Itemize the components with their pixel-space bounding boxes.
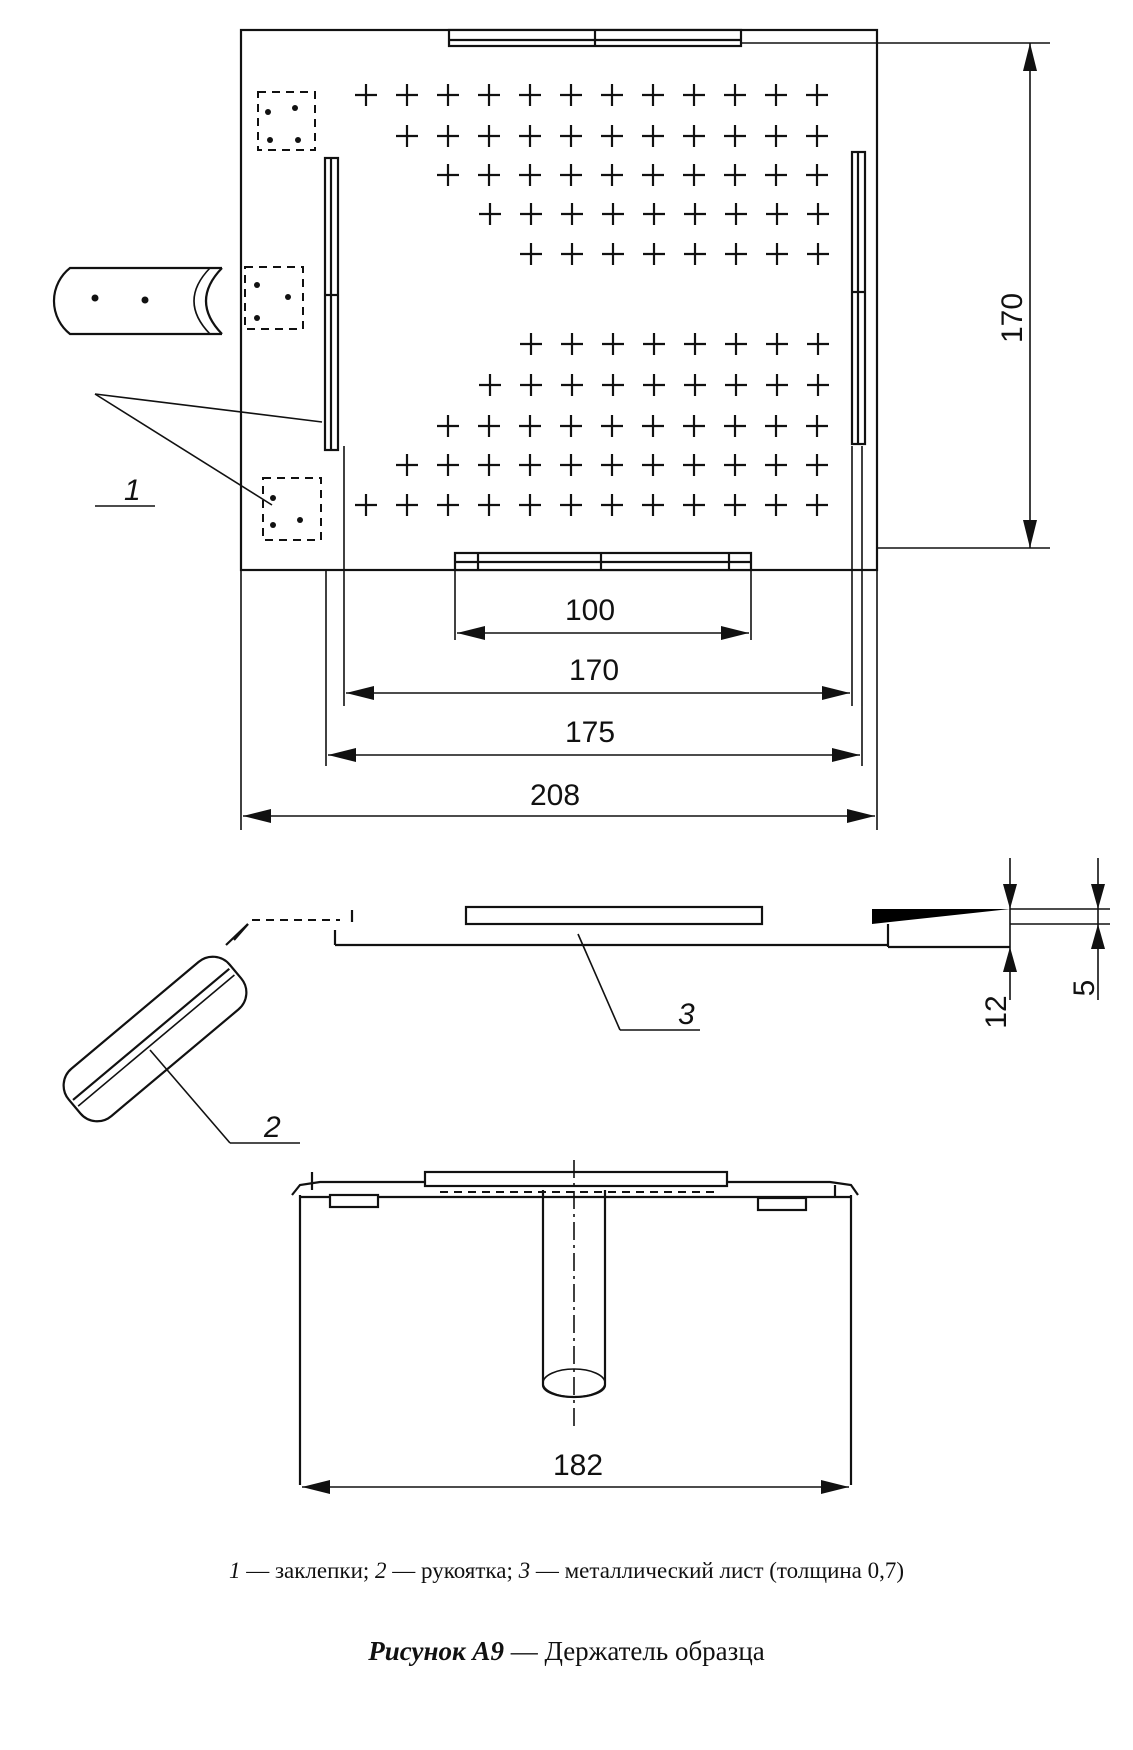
- dim-175-label: 175: [565, 716, 615, 749]
- rivet-plate-handle: [244, 266, 304, 330]
- dim-5-label: 5: [1068, 980, 1101, 997]
- perforation-crosses: [355, 84, 829, 516]
- dim-170-horizontal: [343, 446, 853, 706]
- legend-text-2: — рукоятка;: [386, 1558, 519, 1583]
- legend: 1 — заклепки; 2 — рукоятка; 3 — металлич…: [0, 1558, 1133, 1584]
- figure-title: — Держатель образца: [503, 1636, 765, 1666]
- side-clip-center: [464, 905, 764, 926]
- callout-1-label: 1: [124, 474, 141, 507]
- left-rail: [323, 156, 340, 452]
- callout-3-label: 3: [678, 998, 695, 1031]
- handle-top-view: [52, 266, 223, 336]
- sample-holder-drawing: 1 170 100 170: [52, 28, 1110, 1494]
- side-view: 3 2 12 5: [62, 858, 1110, 1144]
- top-view: 1 170 100 170: [52, 28, 1050, 830]
- top-clip: [447, 28, 743, 48]
- bottom-clip: [453, 551, 753, 572]
- handle-side-view: [62, 955, 248, 1123]
- figure-label: Рисунок А9: [368, 1636, 504, 1666]
- dim-208-label: 208: [530, 779, 580, 812]
- dim-12-label: 12: [980, 995, 1013, 1028]
- end-view: 182: [291, 1160, 859, 1494]
- dim-170-horizontal-label: 170: [569, 654, 619, 687]
- dim-12: [1003, 858, 1017, 1000]
- dim-100-label: 100: [565, 594, 615, 627]
- handle-end-view: [541, 1160, 607, 1430]
- rivet-plate-upper: [257, 91, 316, 151]
- dim-182-label: 182: [553, 1449, 603, 1482]
- legend-number-3: 3: [518, 1558, 531, 1583]
- rivet-plate-lower: [262, 477, 322, 541]
- dim-170-vertical-label: 170: [996, 293, 1029, 343]
- right-rail: [850, 150, 867, 446]
- dim-182: [302, 1480, 849, 1494]
- figure-caption: Рисунок А9 — Держатель образца: [0, 1636, 1133, 1667]
- dim-100: [454, 570, 752, 640]
- dim-175: [325, 446, 863, 766]
- legend-text-3: — металлический лист (толщина 0,7): [530, 1558, 905, 1583]
- callout-2-label: 2: [263, 1111, 281, 1144]
- dim-5: [1010, 858, 1110, 1000]
- legend-number-2: 2: [375, 1558, 387, 1583]
- dim-170-vertical: [741, 42, 1050, 549]
- legend-number-1: 1: [228, 1558, 241, 1583]
- end-clip-center: [423, 1170, 729, 1188]
- dim-208: [240, 570, 878, 830]
- callout-1-leaders: [94, 393, 323, 507]
- legend-text-1: — заклепки;: [240, 1558, 376, 1583]
